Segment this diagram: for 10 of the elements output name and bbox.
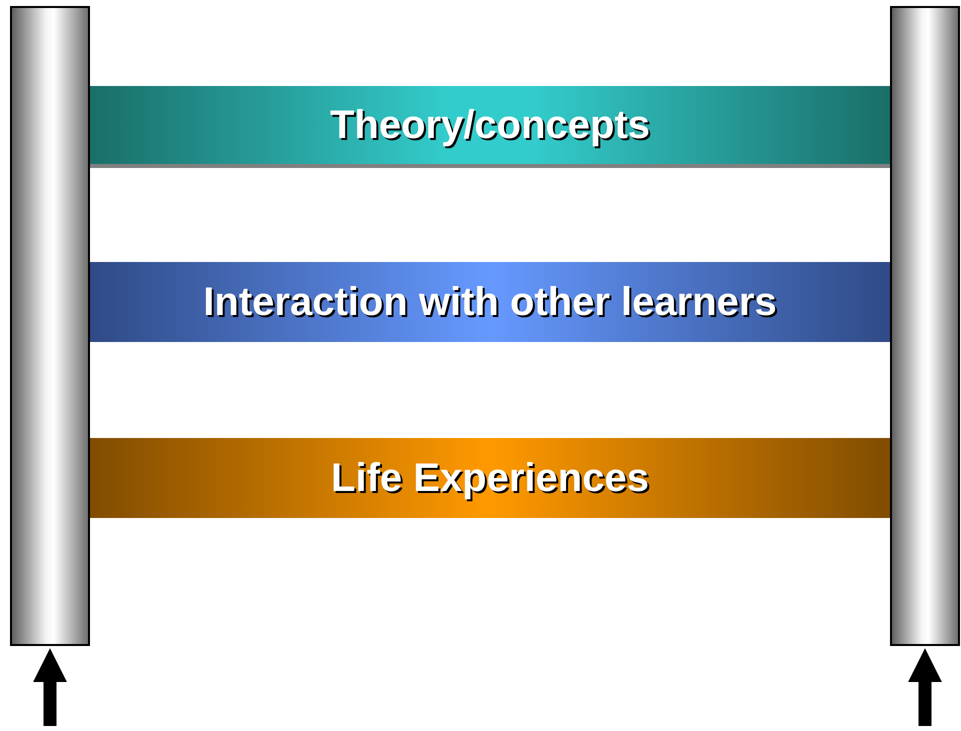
pillar [890,6,960,646]
band-label: Life Experiences [331,456,649,500]
band-label: Interaction with other learners [203,280,777,324]
band [90,262,890,342]
arrow [33,648,67,726]
band [90,438,890,518]
band [90,86,890,168]
pillar [10,6,90,646]
arrow [908,648,942,726]
band-label: Theory/concepts [330,102,650,148]
